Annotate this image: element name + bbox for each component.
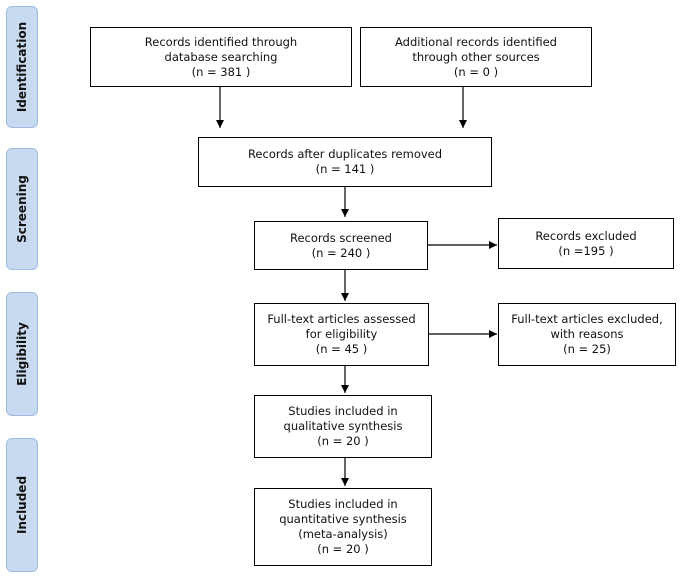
other-sources-count: (n = 0 ) xyxy=(453,64,499,79)
after-duplicates-count: (n = 141 ) xyxy=(315,162,375,176)
qualitative-count: (n = 20 ) xyxy=(317,434,369,448)
quantitative-line1: Studies included in xyxy=(288,497,398,511)
db-search-count: (n = 381 ) xyxy=(191,64,251,79)
phase-screening: Screening xyxy=(6,148,38,270)
records-screened-line1: Records screened xyxy=(290,230,392,245)
box-records-screened: Records screened (n = 240 ) xyxy=(254,221,428,270)
qualitative-line2: qualitative synthesis xyxy=(283,419,403,433)
box-database-searching: Records identified through database sear… xyxy=(90,27,352,87)
db-search-line1: Records identified through xyxy=(144,34,298,49)
records-excluded-line1: Records excluded xyxy=(535,228,637,243)
box-quantitative-synthesis: Studies included in quantitative synthes… xyxy=(254,488,432,566)
fulltext-excluded-line2: with reasons xyxy=(550,327,624,341)
box-qualitative-synthesis: Studies included in qualitative synthesi… xyxy=(254,395,432,458)
phase-eligibility: Eligibility xyxy=(6,292,38,416)
other-sources-line2: through other sources xyxy=(412,49,540,64)
box-after-duplicates: Records after duplicates removed (n = 14… xyxy=(198,137,492,187)
fulltext-excluded-count: (n = 25) xyxy=(563,342,611,356)
phase-included: Included xyxy=(6,438,38,572)
other-sources-line1: Additional records identified xyxy=(395,34,557,49)
box-other-sources: Additional records identified through ot… xyxy=(360,27,592,87)
qualitative-line1: Studies included in xyxy=(288,404,398,418)
quantitative-line2: quantitative synthesis xyxy=(279,512,407,526)
fulltext-assessed-line2: for eligibility xyxy=(305,327,378,341)
fulltext-assessed-count: (n = 45 ) xyxy=(315,342,368,356)
records-screened-count: (n = 240 ) xyxy=(311,245,371,260)
db-search-line2: database searching xyxy=(164,49,278,64)
fulltext-assessed-line1: Full-text articles assessed xyxy=(267,312,416,326)
box-fulltext-excluded: Full-text articles excluded, with reason… xyxy=(498,303,676,366)
box-records-excluded: Records excluded (n =195 ) xyxy=(498,218,674,269)
records-excluded-count: (n =195 ) xyxy=(558,243,614,258)
quantitative-count: (n = 20 ) xyxy=(317,542,369,556)
box-fulltext-assessed: Full-text articles assessed for eligibil… xyxy=(254,303,429,366)
fulltext-excluded-line1: Full-text articles excluded, xyxy=(511,312,663,326)
phase-identification: Identification xyxy=(6,6,38,128)
quantitative-line3: (meta-analysis) xyxy=(298,527,388,541)
after-duplicates-line1: Records after duplicates removed xyxy=(247,147,443,161)
